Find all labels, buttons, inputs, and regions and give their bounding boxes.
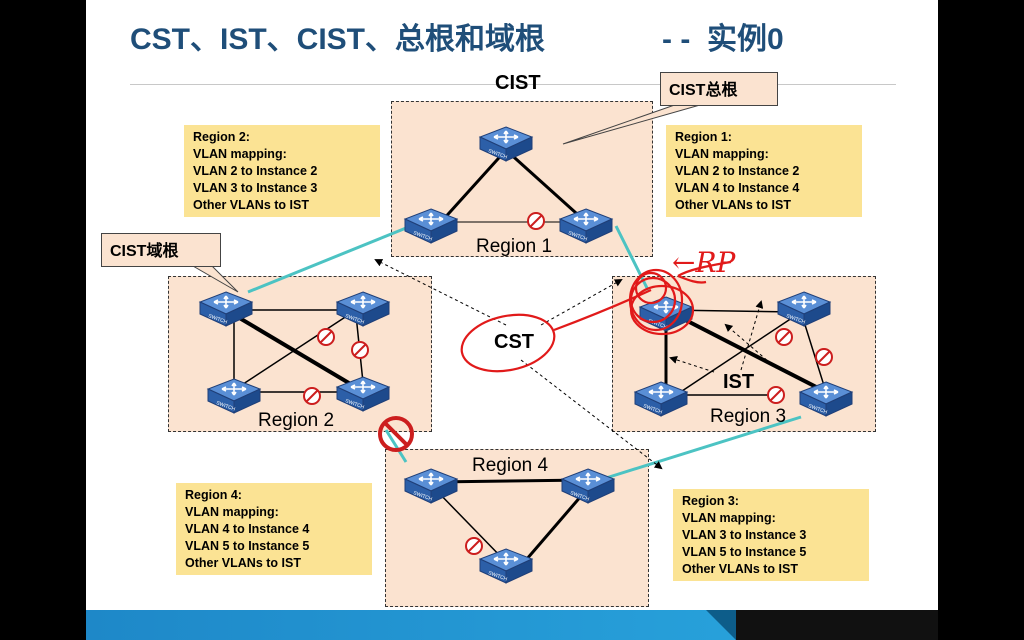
note-line: VLAN mapping: <box>682 511 776 525</box>
switch-icon <box>559 208 613 244</box>
ist-dotted-arrows <box>669 300 777 373</box>
region-3-note: Region 3: VLAN mapping: VLAN 3 to Instan… <box>673 489 869 581</box>
note-line: Other VLANs to IST <box>185 556 301 570</box>
note-line: Region 3: <box>682 494 739 508</box>
note-line: VLAN mapping: <box>193 147 287 161</box>
switch-icon <box>479 548 533 584</box>
cist-root-callout: CIST总根 <box>660 72 778 106</box>
switch-icon <box>634 381 688 417</box>
region-4-label: Region 4 <box>472 455 549 476</box>
note-line: VLAN 2 to Instance 2 <box>675 164 800 178</box>
topology-diagram: SWITCH <box>191 100 853 584</box>
switch-icon <box>336 291 390 327</box>
blocked-port-icon <box>527 212 545 230</box>
note-line: VLAN 5 to Instance 5 <box>185 539 310 553</box>
blocked-port-icon <box>775 328 793 346</box>
region-2-links <box>224 308 366 394</box>
region-2-note: Region 2: VLAN mapping: VLAN 2 to Instan… <box>184 125 380 217</box>
region-1-links <box>439 148 588 224</box>
note-line: VLAN 2 to Instance 2 <box>193 164 318 178</box>
cist-regional-root-callout: CIST域根 <box>101 233 221 267</box>
cst-links <box>247 222 802 480</box>
switch-icon <box>207 378 261 414</box>
footer-dark-block <box>736 610 938 640</box>
note-line: VLAN mapping: <box>185 505 279 519</box>
cst-dotted-arrows <box>374 259 663 470</box>
switch-icon <box>777 291 831 327</box>
note-line: Other VLANs to IST <box>193 198 309 212</box>
cst-label: CST <box>494 331 534 353</box>
note-line: Other VLANs to IST <box>682 562 798 576</box>
cist-regional-root-pointer <box>191 265 239 293</box>
region-3-label: Region 3 <box>710 406 787 427</box>
blocked-port-icon <box>317 328 335 346</box>
note-line: VLAN 4 to Instance 4 <box>185 522 310 536</box>
region-1-label: Region 1 <box>476 236 553 257</box>
blocked-port-icon <box>815 348 833 366</box>
footer-accent <box>706 610 736 640</box>
slide-title: CST、IST、CIST、总根和域根 <box>130 23 546 56</box>
note-line: Region 4: <box>185 488 242 502</box>
blocked-port-icon <box>351 341 369 359</box>
note-line: VLAN 5 to Instance 5 <box>682 545 807 559</box>
note-line: VLAN 3 to Instance 3 <box>682 528 807 542</box>
note-line: VLAN mapping: <box>675 147 769 161</box>
note-line: VLAN 3 to Instance 3 <box>193 181 318 195</box>
region-1-note: Region 1: VLAN mapping: VLAN 2 to Instan… <box>666 125 862 217</box>
title-divider <box>130 84 896 85</box>
blocked-port-icon <box>767 386 785 404</box>
slide: CST、IST、CIST、总根和域根 - - 实例0 Region 2: VLA… <box>86 0 938 640</box>
blocked-port-icon <box>465 537 483 555</box>
note-line: VLAN 4 to Instance 4 <box>675 181 800 195</box>
slide-title-suffix: - - 实例0 <box>662 23 784 56</box>
region-4-note: Region 4: VLAN mapping: VLAN 4 to Instan… <box>176 483 372 575</box>
region-2-label: Region 2 <box>258 410 335 431</box>
switch-icon <box>479 126 533 162</box>
cist-root-pointer <box>562 100 715 145</box>
switch-icon <box>561 468 615 504</box>
note-line: Region 2: <box>193 130 250 144</box>
switch-icon <box>799 381 853 417</box>
switch-icon <box>404 468 458 504</box>
ist-label: IST <box>723 371 755 393</box>
cist-label: CIST <box>495 72 541 94</box>
blocked-port-icon <box>303 387 321 405</box>
note-line: Other VLANs to IST <box>675 198 791 212</box>
handwritten-annotations <box>460 260 732 373</box>
note-line: Region 1: <box>675 130 732 144</box>
handwritten-rp: ←RP <box>672 246 736 279</box>
